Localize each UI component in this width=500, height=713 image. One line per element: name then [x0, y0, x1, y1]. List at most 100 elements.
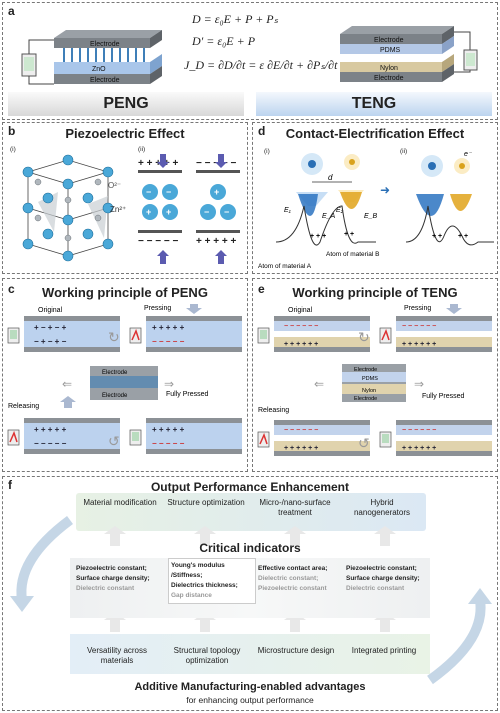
svg-text:− − − − − −: − − − − − − — [402, 427, 436, 434]
electron-label: e⁻ — [464, 151, 473, 158]
indicator-4-item-3: Dielectric constant — [346, 585, 405, 592]
svg-text:+ + + + + +: + + + + + + — [402, 341, 436, 348]
svg-text:+ + + + +: + + + + + — [152, 425, 185, 434]
peng-device-bot-label: Electrode — [102, 393, 128, 399]
strategy-band — [76, 493, 426, 531]
svg-text:+ + + + +: + + + + + — [34, 425, 67, 434]
panel-e-title: Working principle of TENG — [292, 285, 458, 300]
svg-text:− − − − − −: − − − − − − — [284, 323, 318, 330]
o-ion-label: O²⁻ — [108, 181, 121, 190]
equation-d-prime: D′ = ε₀E + P — [192, 34, 256, 48]
svg-text:−: − — [204, 207, 209, 217]
panel-b-label: b — [8, 124, 16, 138]
teng-title: TENG — [351, 95, 397, 112]
zn-ion-label: Zn²⁺ — [110, 205, 126, 214]
svg-text:+ + + + +: + + + + + — [152, 323, 185, 332]
svg-text:↺: ↺ — [108, 433, 120, 449]
svg-text:+ + + + +: + + + + + — [138, 158, 178, 169]
svg-text:+: + — [214, 187, 219, 197]
indicator-cell-1: Piezoelectric constant; Surface charge d… — [76, 564, 160, 594]
svg-text:+: + — [166, 207, 171, 217]
panel-c-title: Working principle of PENG — [42, 285, 208, 300]
strategy-surface-treatment: Micro-/nano-surface treatment — [259, 498, 331, 517]
svg-text:⇐: ⇐ — [62, 377, 72, 391]
indicator-cell-2: Young's modulus /Stiffness; Dielectrics … — [168, 558, 256, 604]
svg-text:↻: ↻ — [358, 329, 370, 345]
svg-text:−: − — [166, 187, 171, 197]
panel-d — [252, 122, 498, 274]
panel-d-sub-i: (i) — [264, 148, 270, 155]
svg-text:+ +: + + — [432, 233, 442, 240]
panel-a — [2, 2, 498, 120]
teng-nylon-label: Nylon — [380, 65, 398, 72]
cycle-arrows — [10, 515, 492, 685]
svg-text:+ + +: + + + — [310, 233, 326, 240]
indicator-3-item-3: Piezoelectric constant — [258, 585, 327, 592]
peng-device-illustration: Electrode ZnO Electrode — [21, 30, 162, 85]
teng-original-label: Original — [288, 307, 313, 314]
strategy-structure-optimization: Structure optimization — [167, 498, 245, 507]
indicator-3-item-2: Dielectric constant; — [258, 575, 319, 582]
svg-text:+ − + − +: + − + − + — [34, 323, 67, 332]
peng-releasing-label: Releasing — [8, 403, 39, 410]
svg-text:− − − − −: − − − − − — [34, 439, 67, 448]
indicator-cell-4: Piezoelectric constant; Surface charge d… — [346, 564, 430, 594]
svg-text:↻: ↻ — [108, 329, 120, 345]
svg-text:⇒: ⇒ — [164, 377, 174, 391]
indicator-2-item-3: Gap distance — [171, 592, 212, 599]
energy-e2: E₂ — [336, 207, 344, 214]
peng-bottom-electrode-label: Electrode — [90, 77, 120, 84]
teng-banner: TENG — [256, 92, 492, 116]
panel-f-label: f — [8, 478, 12, 492]
footer-title: Additive Manufacturing-enabled advantage… — [134, 681, 366, 693]
panel-d-sub-ii: (ii) — [400, 148, 408, 155]
svg-text:− − − − −: − − − − − — [152, 439, 185, 448]
peng-working-principle: Original + − + − + − + − + − Pressing + … — [7, 304, 242, 454]
panel-b-title: Piezoelectric Effect — [65, 126, 185, 141]
indicator-2-item-1: Young's modulus /Stiffness; — [171, 562, 225, 579]
peng-fully-pressed-label: Fully Pressed — [166, 391, 209, 398]
teng-bottom-electrode-label: Electrode — [374, 75, 404, 82]
panel-f-title: Output Performance Enhancement — [150, 480, 350, 494]
teng-device-bot-label: Electrode — [354, 396, 377, 402]
peng-banner: PENG — [8, 92, 244, 116]
teng-device-illustration: Electrode PDMS Nylon Electrode — [340, 26, 478, 82]
panel-e — [252, 278, 498, 472]
teng-top-electrode-label: Electrode — [374, 37, 404, 44]
panel-c-label: c — [8, 282, 15, 296]
advantage-microstructure-design: Microstructure design — [257, 646, 335, 655]
svg-text:+ + + + + +: + + + + + + — [284, 341, 318, 348]
svg-text:↺: ↺ — [358, 435, 370, 451]
teng-device-low-label: Nylon — [362, 388, 376, 394]
peng-device-top-label: Electrode — [102, 370, 128, 376]
advantage-structural-topology: Structural topology optimization — [173, 646, 241, 665]
atom-b-label: Atom of material B — [326, 251, 379, 258]
strategy-hybrid-nanogenerators: Hybrid nanogenerators — [353, 498, 411, 517]
svg-text:+: + — [146, 207, 151, 217]
peng-original-label: Original — [38, 307, 63, 314]
teng-releasing-label: Releasing — [258, 407, 289, 414]
svg-text:+ +: + + — [458, 233, 468, 240]
svg-text:−: − — [146, 187, 151, 197]
indicator-3-item-1: Effective contact area; — [258, 565, 328, 572]
teng-working-principle: Original − − − − − − + + + + + + Pressin… — [257, 304, 492, 456]
svg-text:+ +: + + — [344, 231, 354, 238]
teng-pdms-label: PDMS — [380, 47, 401, 54]
panel-a-label: a — [8, 4, 15, 18]
svg-text:⇐: ⇐ — [314, 377, 324, 391]
panel-b-sub-i: (i) — [10, 146, 16, 153]
critical-indicators-title: Critical indicators — [199, 541, 301, 555]
panel-d-label: d — [258, 124, 266, 138]
svg-text:⇒: ⇒ — [414, 377, 424, 391]
svg-text:− − − − −: − − − − − — [138, 236, 178, 247]
panel-b-sub-ii: (ii) — [138, 146, 146, 153]
peng-pressing-label: Pressing — [144, 305, 171, 312]
panel-f — [2, 476, 498, 711]
advantages-band — [70, 634, 430, 674]
panel-e-label: e — [258, 282, 265, 296]
energy-e1: E₁ — [284, 207, 292, 214]
contact-electrification-illustration: d E₁ E_A E₂ E_B + + + + + Atom of materi… — [258, 151, 494, 270]
teng-device-top-label: Electrode — [354, 367, 377, 373]
svg-text:+ + + + + +: + + + + + + — [402, 445, 436, 452]
panel-d-title: Contact-Electrification Effect — [285, 126, 465, 141]
